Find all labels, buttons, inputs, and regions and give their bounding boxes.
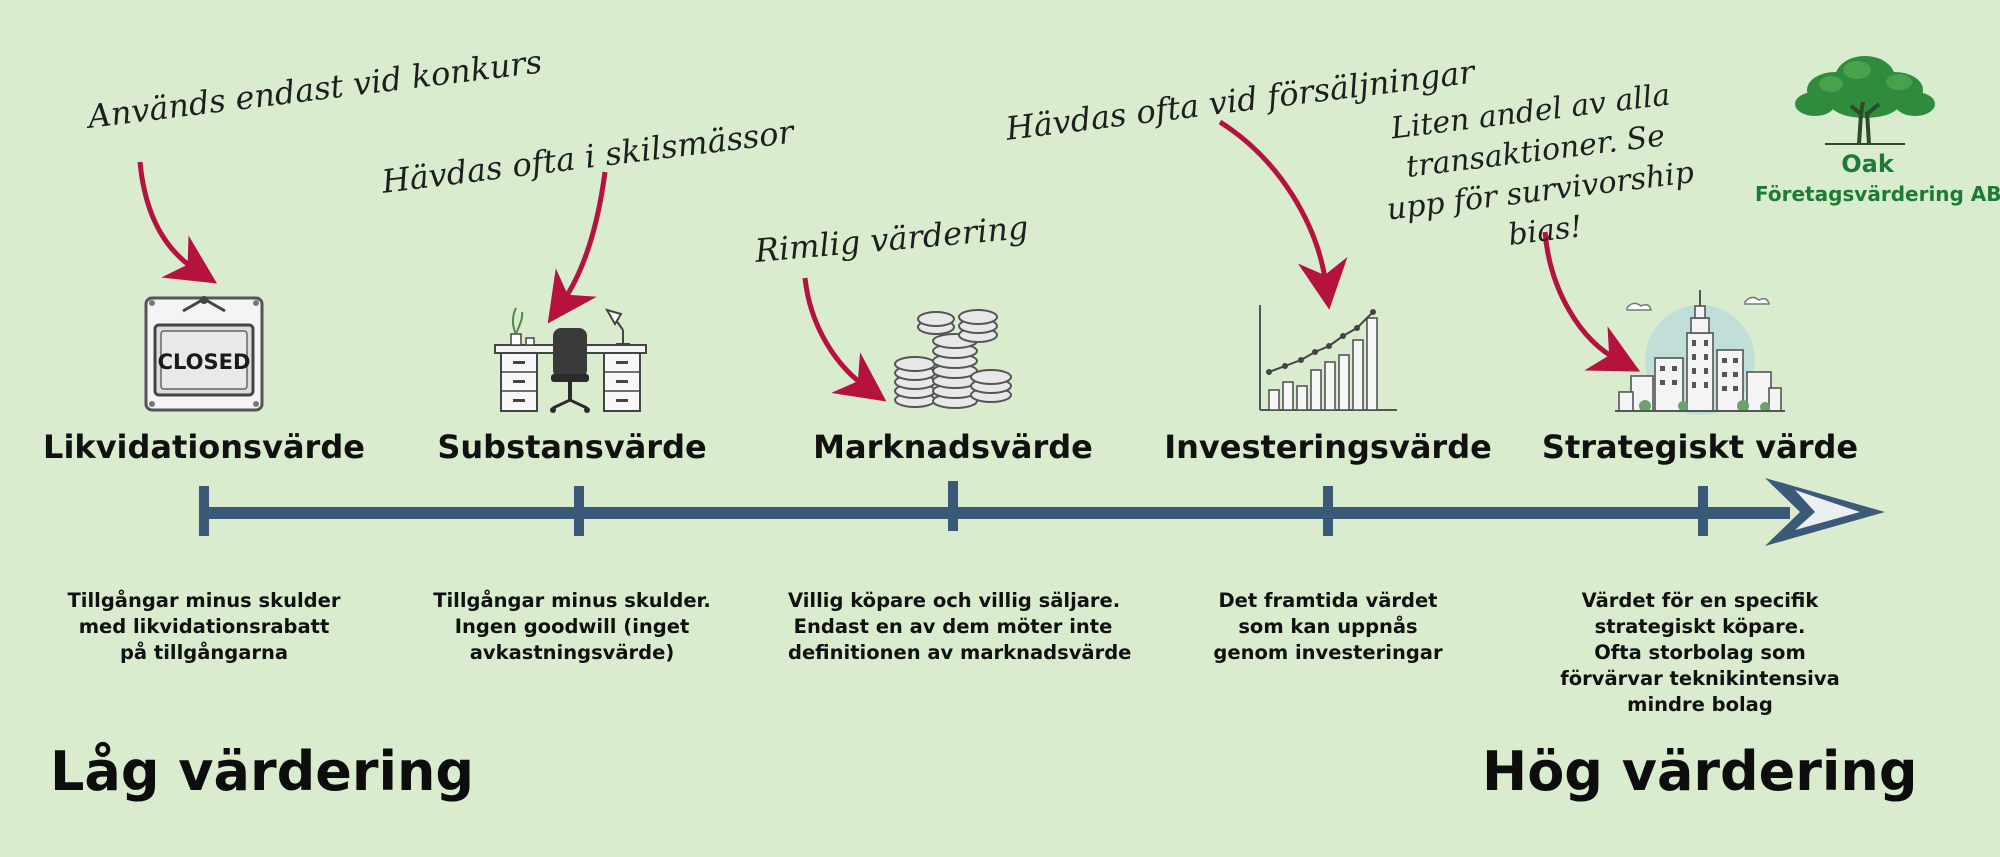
logo-subtitle: Företagsvärdering AB: [1755, 182, 2000, 206]
stage-description-substans: Tillgångar minus skulder. Ingen goodwill…: [433, 589, 711, 664]
stage-description-strategiskt: Värdet för en specifik strategiskt köpar…: [1560, 589, 1840, 716]
stage-description-marknad: Villig köpare och villig säljare. Endast…: [788, 589, 1132, 664]
stage-description-likvidation: Tillgångar minus skulder med likvidation…: [67, 589, 341, 664]
annotation-arrow-investering: [1218, 119, 1348, 310]
closed-sign-icon: CLOSED: [144, 296, 264, 412]
stage-title-likvidation: Likvidationsvärde: [43, 428, 365, 466]
annotation-arrow-substans: [547, 171, 608, 324]
logo-name: Oak: [1841, 150, 1894, 178]
stage-title-strategiskt: Strategiskt värde: [1541, 428, 1859, 466]
low-valuation-label: Låg värdering: [50, 740, 475, 803]
annotation-arrow-marknad: [802, 277, 887, 402]
city-skyline-icon: [1615, 290, 1785, 415]
desk-icon: [494, 307, 647, 413]
annotation-arrow-likvidation: [137, 161, 218, 284]
stage-title-investering: Investeringsvärde: [1164, 428, 1492, 466]
stage-description-investering: Det framtida värdet som kan uppnås genom…: [1213, 589, 1443, 664]
stage-title-marknad: Marknadsvärde: [813, 428, 1093, 466]
high-valuation-label: Hög värdering: [1482, 740, 1918, 803]
coins-icon: [894, 309, 1012, 409]
annotation-arrow-strategiskt: [1542, 231, 1641, 372]
closed-sign-text: CLOSED: [158, 350, 251, 374]
growth-chart-icon: [1259, 305, 1397, 411]
stage-title-substans: Substansvärde: [437, 428, 707, 466]
oak-tree-logo-icon: [1795, 56, 1935, 145]
